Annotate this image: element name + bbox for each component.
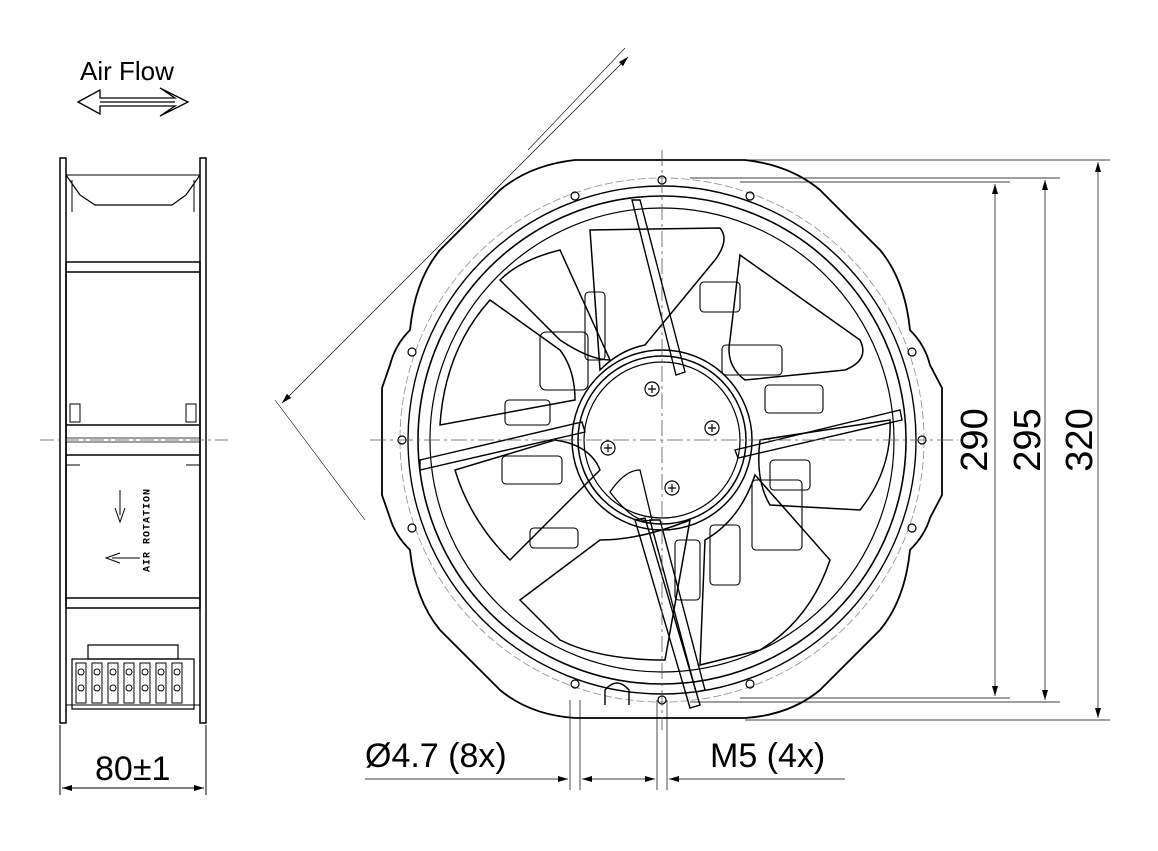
hole-dimension-label: Ø4.7 (8x) bbox=[365, 737, 507, 775]
air-flow-arrow-icon bbox=[78, 88, 188, 116]
screw-dimension-label: M5 (4x) bbox=[710, 737, 826, 775]
dimension-290-label: 290 bbox=[954, 408, 996, 472]
width-dimension bbox=[60, 725, 206, 795]
width-dimension-label: 80±1 bbox=[95, 750, 171, 788]
diagonal-dimension bbox=[275, 48, 628, 520]
height-dimensions bbox=[690, 160, 1110, 720]
dimension-295-label: 295 bbox=[1007, 408, 1049, 472]
fan-side-view bbox=[60, 158, 206, 723]
hole-screw-dimensions bbox=[365, 700, 845, 790]
air-flow-label: Air Flow bbox=[80, 56, 174, 86]
dimension-320-label: 320 bbox=[1059, 408, 1101, 472]
air-rotation-label: AIR ROTATION bbox=[142, 487, 154, 573]
